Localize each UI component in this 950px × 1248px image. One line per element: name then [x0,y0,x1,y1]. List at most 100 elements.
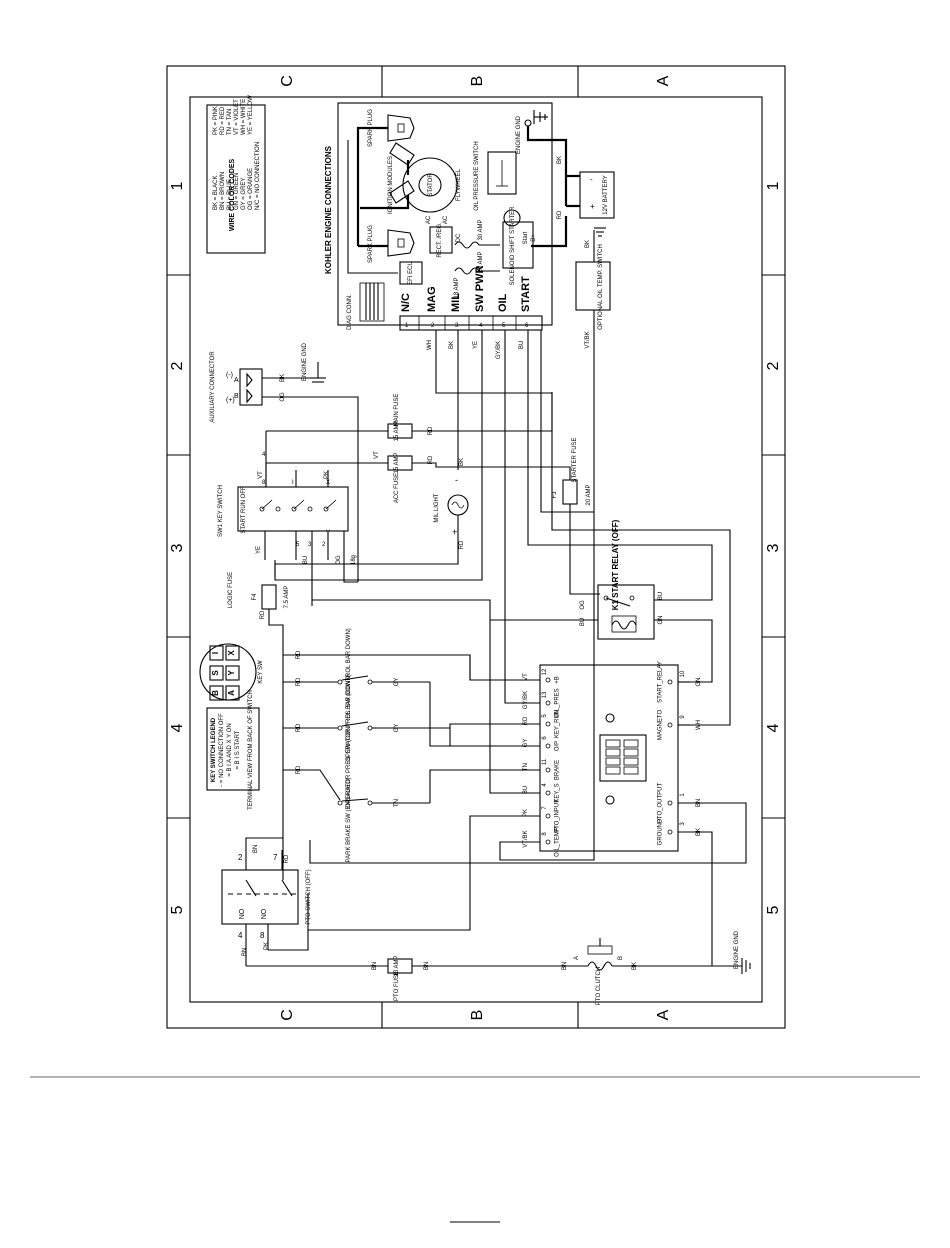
oil-pressure-switch [487,151,517,195]
terminal-label: 2 [322,542,326,548]
relay-label: K1 START RELAY (OFF) [611,519,620,610]
grid-label: 3 [169,543,186,552]
legend-line: - = NO CONNECTION OFF [219,713,225,787]
efi-ecu [399,261,423,285]
terminal-label: 4 [238,931,243,940]
module-pin-label: MAGNETO [658,710,664,741]
keyswitch-positions: START RUN OFF [241,486,247,534]
legend-entry: BK = BLACK [213,175,219,210]
module-pin [667,800,673,806]
engine-gnd-label: ENGINE GND [516,115,522,154]
wire-label: BK [557,156,563,164]
wire-label: YE [256,546,262,554]
legend-line: = B I A AND X Y ON [227,723,233,776]
wire-label: RD [523,716,529,725]
fuse-id: F3 [552,491,558,499]
grid-label: B [469,1010,486,1021]
legend-entry: TN = TAN [227,109,233,135]
wire-label: BN [372,962,378,970]
engine-pin-number: 1 [405,323,409,329]
display-segment [623,766,639,775]
amp18-label: 18 AMP [454,277,460,298]
display-segment [623,748,639,757]
grid-label: 3 [765,543,782,552]
module-pin-label: KEY_RUN [555,710,561,738]
wire-label: VT [374,451,380,459]
grid-label: 2 [169,361,186,370]
module-pin-label: START_RELAY [658,661,664,703]
switch-label: PARK BRAKE SW (ENGAGED) [346,778,352,863]
pto-clutch: PTO CLUTCH BN BK A B ENGINE GND [562,930,751,1005]
display-segment [605,739,621,748]
key-terminal-box [225,685,240,701]
terminal-label: A [574,956,580,960]
module-pin [545,721,551,727]
module-pin-label: GROUND [658,818,664,845]
fuse-label: MAIN FUSE [394,394,400,427]
wire-label: RD [296,677,302,686]
key-terminal-box [209,645,224,661]
module-pin-number: 5 [542,714,548,718]
dc-label: DC [456,233,462,242]
engine-pin-label: START [520,276,532,312]
wire-label: RD [260,610,266,619]
key-terminal-label: B [211,690,220,696]
auxiliary-connector: AUXILIARY CONNECTOR (-) (+) A B ENGINE G… [210,342,359,582]
wire-label: BK [585,240,591,248]
engine-pin-number: 4 [479,323,483,329]
wire-label: BK [280,374,286,382]
wire-label: GY/BK [523,691,529,709]
fuse-label: LOGIC FUSE [228,572,234,608]
module-pin-number: 7 [542,806,548,810]
engine-pin-label: N/C [400,293,412,312]
wire-label: BK [449,341,455,349]
key-terminal-label: A [227,690,236,696]
legend-entry: GN = GREEN [234,173,240,210]
terminal-label: B [618,956,624,960]
grid-label: C [279,75,296,87]
module-pin-number: 10 [680,670,686,677]
pto-switch: PTO SWITCH (OFF) NO NO 2 7 4 8 BN RD BN … [221,837,388,967]
engine-pin-label: OIL [497,293,509,312]
start-small-label: Start [523,231,529,244]
fuse-label: STARTER FUSE [572,437,578,482]
engine-pin-number: 3 [455,323,459,329]
key-terminal-box [225,645,240,661]
module-pin-number: 6 [542,736,548,740]
legend-entry: WH = WHITE [241,99,247,135]
grid-label: C [279,1009,296,1021]
display-segment [623,757,639,766]
main-fuse: MAIN FUSE 15 AMP RD [266,392,553,442]
wire-label: YE [473,341,479,349]
engine-title: KOHLER ENGINE CONNECTIONS [324,145,333,274]
diag-conn-label: DIAG CONN. [347,294,353,330]
battery: 12V BATTERY - + BK RD [557,156,615,219]
module-pin-number: 12 [542,668,548,675]
module-pin [667,829,673,835]
wire-label: TN [523,763,529,771]
legend-title: KEY SWITCH LEGEND [211,717,217,782]
grid-label: 2 [765,361,782,370]
aux-pin: A [234,377,239,384]
module-pin [545,839,551,845]
start-relay-k1: K1 START RELAY (OFF) OG BU BU GN [580,519,713,683]
wire-label: GY/BK [496,341,502,359]
grid-label: 5 [169,905,186,914]
battery-minus: - [590,175,593,184]
wire-label: VT/BK [585,331,591,348]
wire-label: GY [394,724,400,733]
wire-label: WH [696,720,702,730]
legend-entry: BN = BROWN [220,172,226,210]
module-pin-number: 1 [680,793,686,797]
module-pin-number: 8 [542,832,548,836]
rectifier-regulator [429,226,453,254]
grid-label: 4 [169,723,186,732]
oil-temp-switch: OPTIONAL OIL TEMP. SWITCH BK VT/BK [540,227,611,513]
module-pin [545,790,551,796]
terminal-label: 8 [262,480,266,486]
flywheel [402,157,458,213]
grid-label: 1 [765,181,782,190]
